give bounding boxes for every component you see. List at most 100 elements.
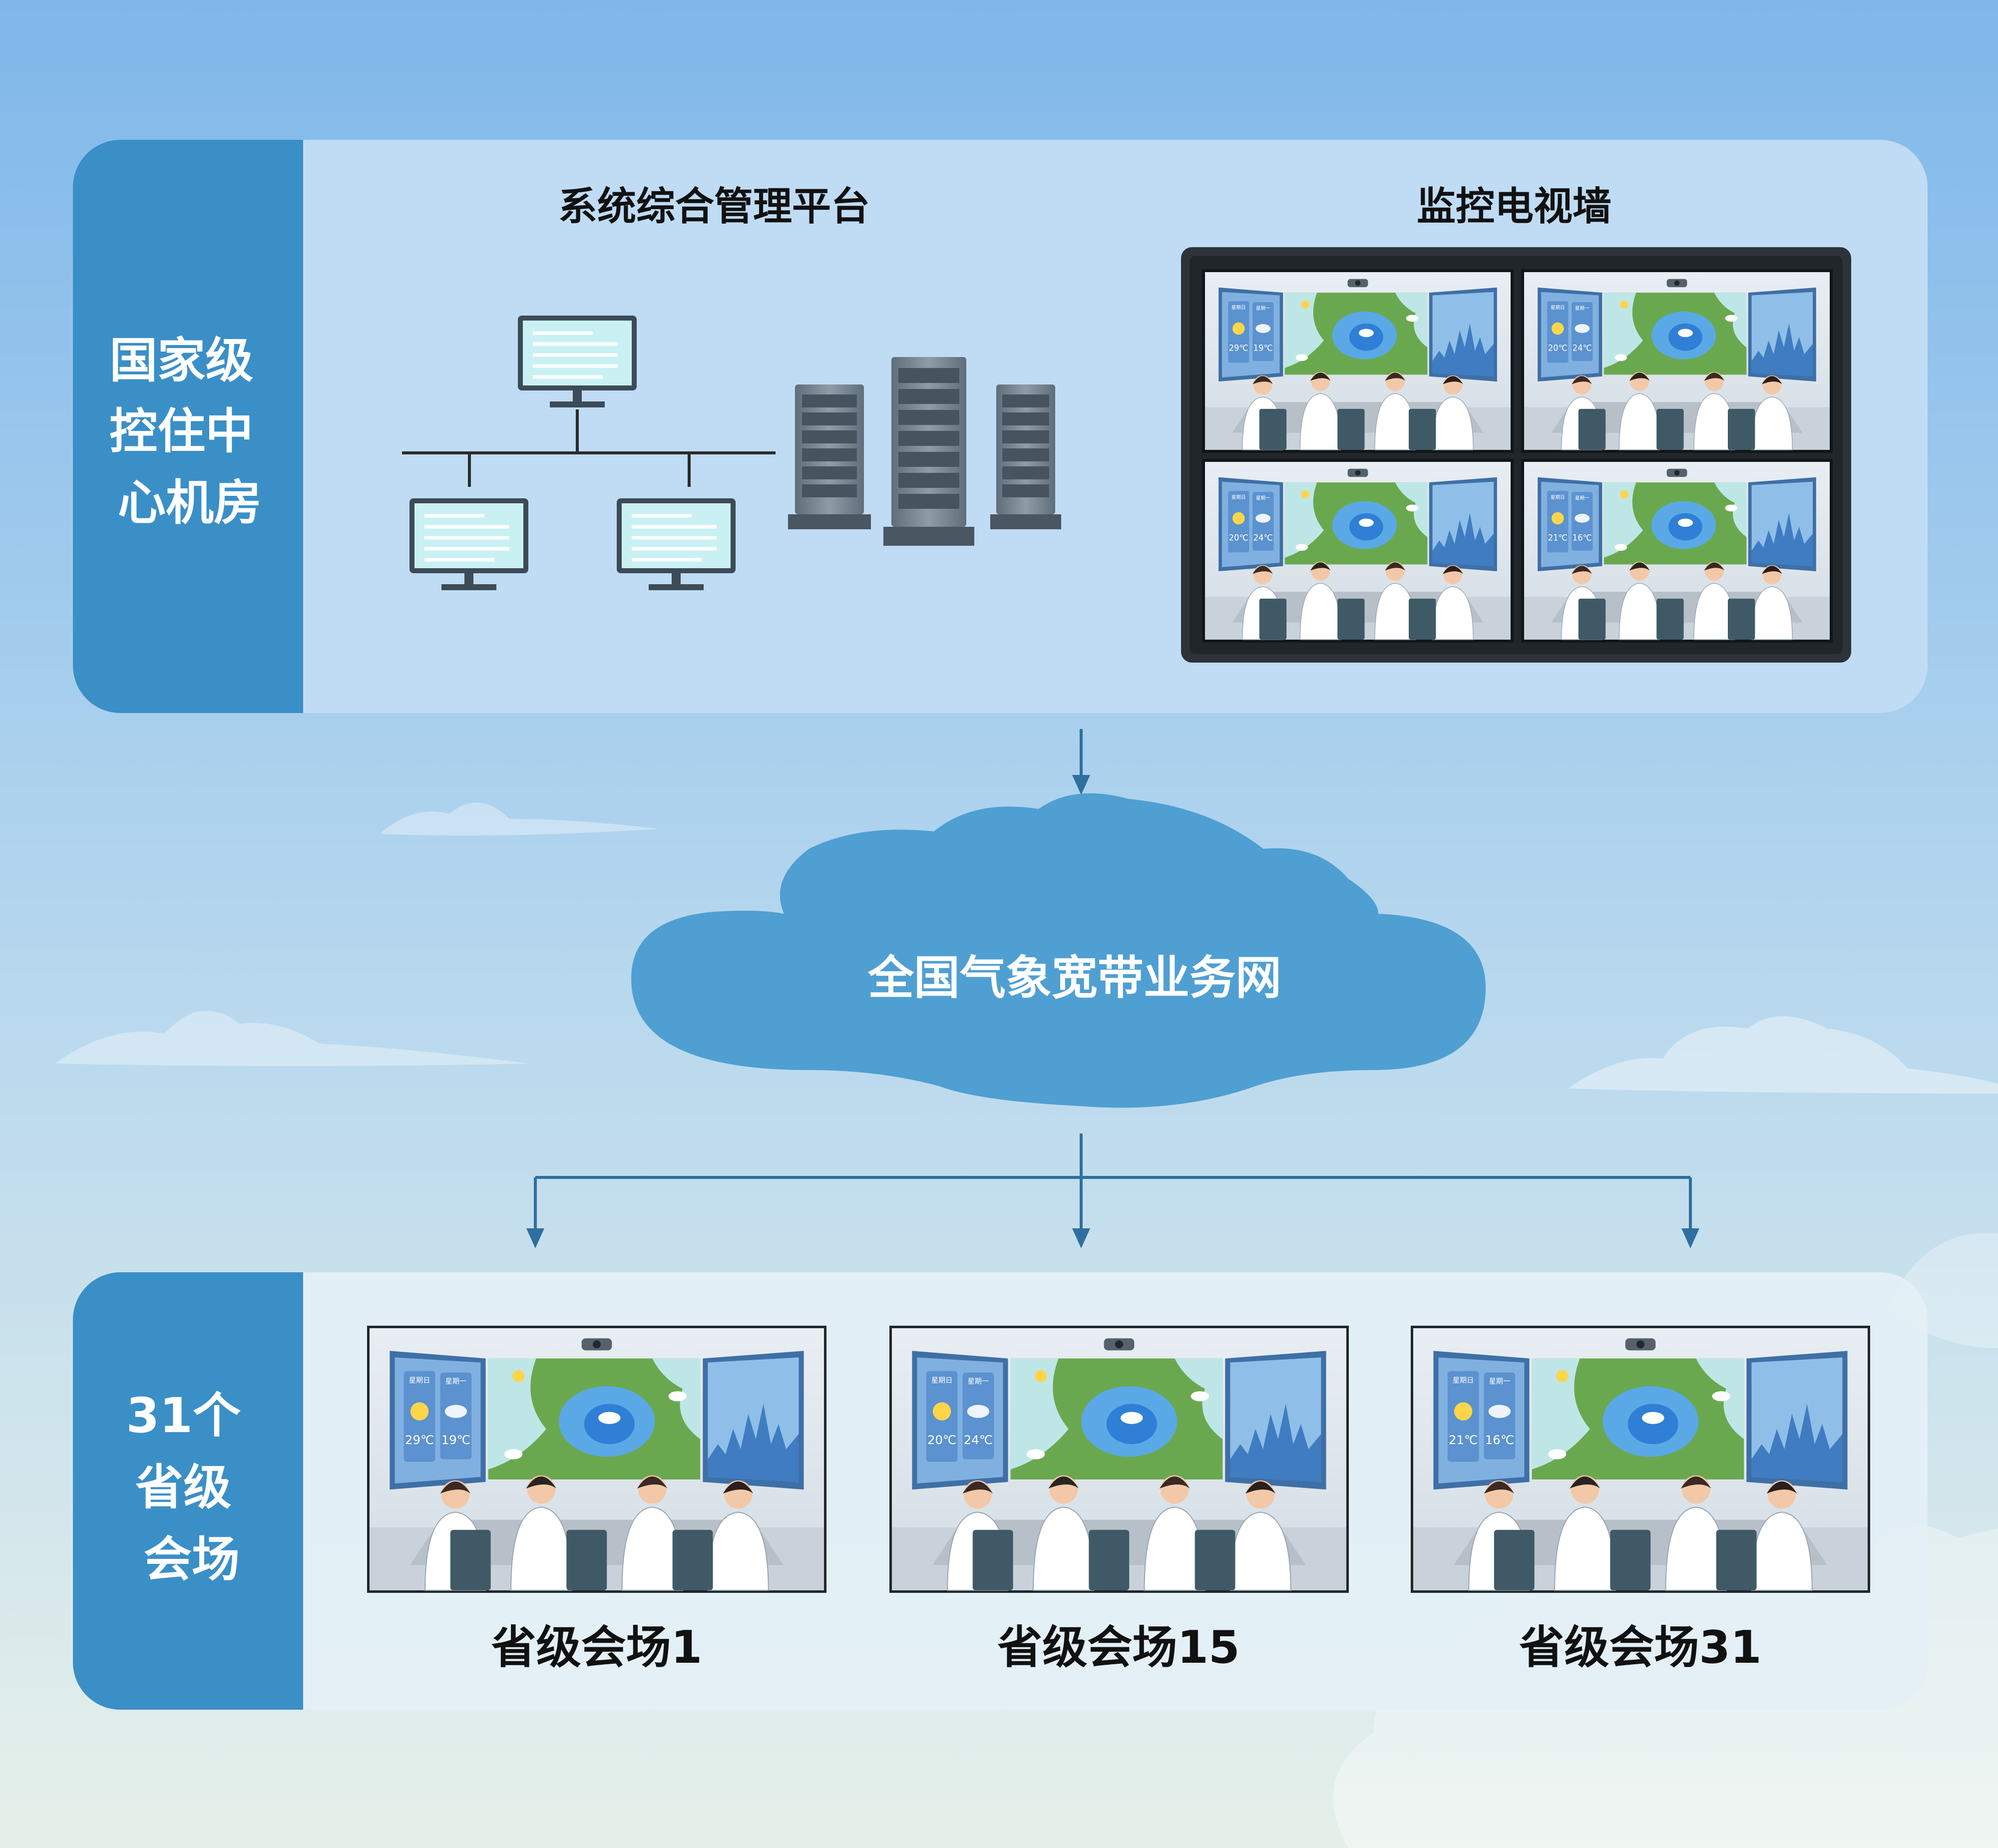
weather-temp: 24℃ xyxy=(1253,533,1273,542)
sun-icon xyxy=(1035,1370,1047,1383)
sun-icon xyxy=(1556,1370,1569,1383)
participant xyxy=(1033,1475,1095,1591)
venue-caption: 省级会场15 xyxy=(997,1621,1239,1674)
weather-day-label: 星期一 xyxy=(445,1378,466,1386)
chair xyxy=(450,1529,491,1590)
participant xyxy=(1751,375,1793,450)
national-side-label: 国家级 控住中 心机房 xyxy=(109,333,270,531)
server-rack-icon xyxy=(883,357,974,546)
cloud-icon xyxy=(1488,1405,1511,1418)
monitor-icon xyxy=(617,498,736,590)
participant xyxy=(1299,371,1341,450)
sun-icon xyxy=(1454,1402,1473,1421)
cloud-icon xyxy=(1614,544,1627,551)
participant xyxy=(1374,371,1416,450)
chair xyxy=(1337,408,1365,450)
chart-line xyxy=(1751,1404,1843,1482)
rain-cloud-icon xyxy=(598,1412,621,1424)
weather-day-label: 星期一 xyxy=(1256,306,1270,311)
network-cloud-shape xyxy=(631,793,1486,1108)
sun-icon xyxy=(512,1370,525,1383)
weather-temp: 20℃ xyxy=(1229,533,1248,542)
chair xyxy=(566,1529,607,1590)
tvwall-title: 监控电视墙 xyxy=(1417,184,1611,229)
provincial-side-label-line: 省级 xyxy=(135,1460,231,1515)
chair xyxy=(1089,1529,1130,1590)
chair xyxy=(1409,598,1436,640)
cloud-icon xyxy=(1191,1391,1209,1402)
chart-line xyxy=(1751,323,1813,376)
provincial-side-label-line: 31个 xyxy=(126,1388,241,1444)
provincial-side-label-line: 会场 xyxy=(144,1531,240,1587)
distribution-arrows xyxy=(526,1133,1699,1248)
network-label: 全国气象宽带业务网 xyxy=(867,951,1281,1005)
bg-cloud-small xyxy=(380,802,659,836)
chart-line xyxy=(1230,1404,1321,1482)
weather-day-label: 星期日 xyxy=(409,1377,430,1385)
management-network xyxy=(402,316,1061,590)
participant xyxy=(1432,375,1474,450)
weather-day-label: 星期日 xyxy=(1231,305,1246,311)
participant xyxy=(1229,1480,1291,1591)
rain-cloud-icon xyxy=(1678,518,1693,527)
sun-icon xyxy=(1232,322,1245,335)
sun-icon xyxy=(1301,490,1309,499)
national-side-label-line: 控住中 xyxy=(109,403,253,459)
arrowhead-down-icon xyxy=(526,1228,544,1248)
participant xyxy=(707,1480,769,1591)
rain-cloud-icon xyxy=(1642,1412,1664,1424)
chair xyxy=(1259,408,1287,450)
national-side-label-line: 心机房 xyxy=(118,475,262,531)
weather-day-label: 星期一 xyxy=(968,1378,989,1386)
chair xyxy=(1494,1529,1535,1590)
sun-icon xyxy=(1620,300,1628,309)
national-side-tab xyxy=(73,140,303,713)
sun-icon xyxy=(1552,512,1564,525)
arrowhead-down-icon xyxy=(1072,775,1090,795)
platform-title: 系统综合管理平台 xyxy=(558,184,870,229)
cloud-icon xyxy=(1548,1449,1567,1460)
bg-cloud-right xyxy=(1568,1016,1998,1094)
sun-icon xyxy=(932,1402,951,1421)
participant xyxy=(510,1475,572,1591)
network-cloud: 全国气象宽带业务网 xyxy=(631,793,1486,1108)
cloud-icon xyxy=(1295,544,1308,551)
participant xyxy=(1665,1475,1727,1591)
cloud-icon xyxy=(668,1391,687,1402)
chair xyxy=(1195,1529,1235,1590)
bg-cloud-left xyxy=(55,1011,529,1066)
weather-temp: 21℃ xyxy=(1548,533,1568,542)
participant xyxy=(1618,561,1660,640)
chart-line xyxy=(708,1404,799,1482)
weather-temp: 20℃ xyxy=(1548,343,1568,353)
cloud-icon xyxy=(1026,1449,1045,1460)
rain-cloud-icon xyxy=(1359,329,1374,338)
national-section: 国家级 控住中 心机房 系统综合管理平台 监控电视墙 xyxy=(73,140,1928,713)
sun-icon xyxy=(1552,322,1564,335)
cloud-icon xyxy=(1406,504,1419,512)
chair xyxy=(1610,1529,1651,1590)
venue-caption: 省级会场1 xyxy=(491,1621,703,1674)
sun-icon xyxy=(410,1402,429,1421)
weather-day-label: 星期一 xyxy=(1575,495,1590,501)
cloud-icon xyxy=(504,1449,523,1460)
cloud-icon xyxy=(1712,1391,1730,1402)
cloud-icon xyxy=(1575,324,1590,333)
weather-temp: 20℃ xyxy=(927,1433,956,1447)
rain-cloud-icon xyxy=(1678,329,1693,338)
weather-day-label: 星期日 xyxy=(1453,1377,1474,1385)
participant xyxy=(1299,561,1341,640)
weather-temp: 24℃ xyxy=(1573,343,1592,353)
participant xyxy=(1374,561,1416,640)
chart-line xyxy=(1432,323,1494,376)
weather-day-label: 星期一 xyxy=(1256,495,1270,501)
weather-temp: 29℃ xyxy=(1229,343,1248,353)
cloud-icon xyxy=(1255,514,1271,523)
weather-temp: 19℃ xyxy=(441,1433,470,1447)
